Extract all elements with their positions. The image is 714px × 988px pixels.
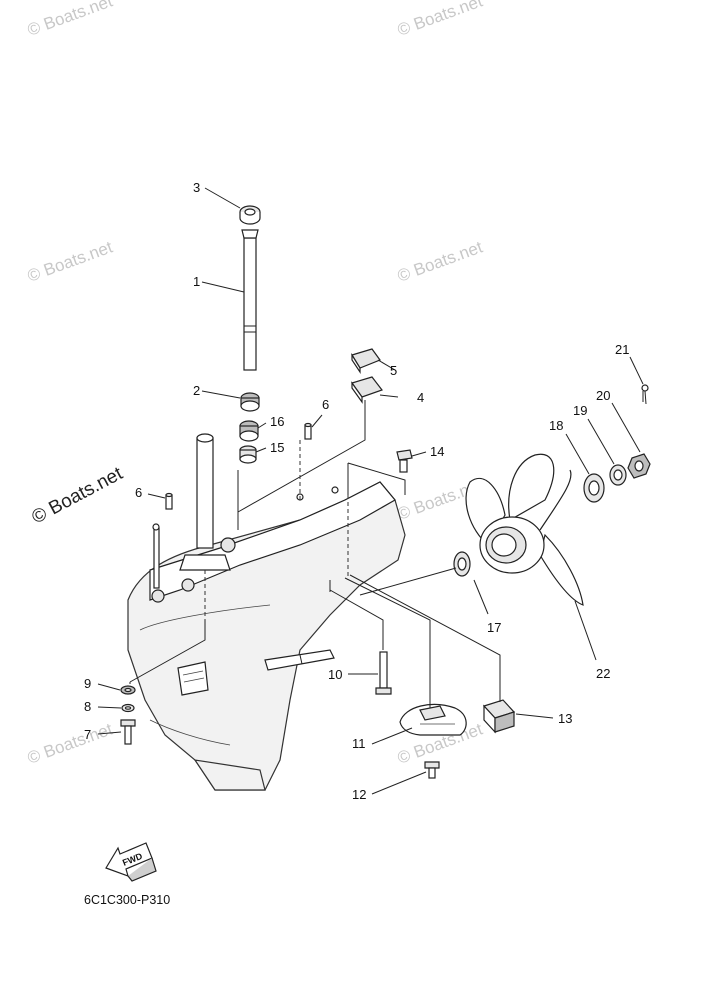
part-11 (399, 703, 467, 736)
fwd-arrow-icon: FWD (105, 842, 157, 882)
callouts: 3 1 5 21 2 4 6 16 20 19 18 15 14 6 17 22… (84, 180, 629, 802)
callout-8: 8 (84, 699, 91, 714)
callout-9: 9 (84, 676, 91, 691)
callout-12: 12 (352, 787, 366, 802)
callout-11: 11 (352, 736, 366, 751)
callout-6: 6 (135, 485, 142, 500)
callout-10: 10 (328, 667, 342, 682)
part-10 (375, 651, 392, 695)
part-13 (482, 699, 516, 734)
callout-14: 14 (430, 444, 444, 459)
part-6-dowel (165, 422, 312, 510)
watermark: © Boats.net (395, 0, 485, 40)
part-21 (641, 384, 649, 405)
callout-7: 7 (84, 727, 91, 742)
callout-2: 2 (193, 383, 200, 398)
callout-4: 4 (417, 390, 424, 405)
part-16 (239, 420, 259, 442)
callout-22: 22 (596, 666, 610, 681)
callout-18: 18 (549, 418, 563, 433)
watermark: © Boats.net (25, 719, 115, 767)
part-5 (351, 348, 381, 374)
diagram-code: 6C1C300-P310 (84, 893, 170, 907)
callout-20: 20 (596, 388, 610, 403)
watermark-prominent: © Boats.net (28, 463, 126, 529)
callout-17: 17 (487, 620, 501, 635)
drive-shaft-assembly (239, 205, 261, 412)
part-8 (121, 703, 135, 713)
callout-16: 16 (270, 414, 284, 429)
part-17 (453, 551, 471, 577)
part-4 (351, 376, 383, 404)
watermark: © Boats.net (25, 237, 115, 285)
callout-13: 13 (558, 711, 572, 726)
watermark: © Boats.net (25, 0, 115, 40)
callout-19: 19 (573, 403, 587, 418)
callout-5: 5 (390, 363, 397, 378)
callout-21: 21 (615, 342, 629, 357)
part-9 (120, 685, 136, 695)
callout-6: 6 (322, 397, 329, 412)
callout-3: 3 (193, 180, 200, 195)
part-7 (120, 719, 136, 745)
watermark: © Boats.net (395, 237, 485, 285)
callout-1: 1 (193, 274, 200, 289)
callout-15: 15 (270, 440, 284, 455)
part-14 (396, 449, 413, 473)
part-15 (239, 445, 257, 464)
housing-shaft (179, 433, 231, 571)
part-22-propeller (465, 453, 584, 606)
part-18 (583, 473, 605, 503)
part-20 (627, 453, 651, 479)
leader-lines (97, 187, 644, 795)
part-19 (609, 464, 627, 486)
part-12 (424, 761, 440, 779)
stud-left (152, 523, 160, 589)
